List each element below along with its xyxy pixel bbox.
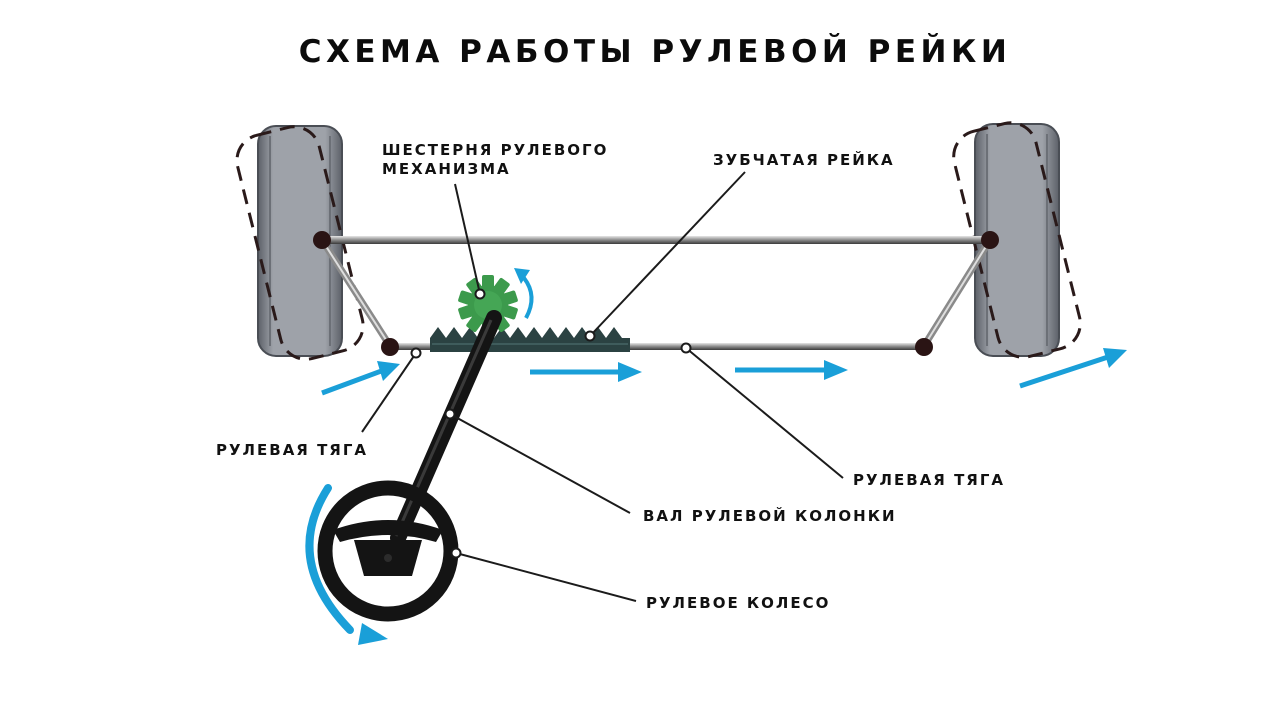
diagram-title: СХЕМА РАБОТЫ РУЛЕВОЙ РЕЙКИ xyxy=(299,34,1012,70)
label-rack: ЗУБЧАТАЯ РЕЙКА xyxy=(713,150,895,169)
label-tie-rod-right: РУЛЕВАЯ ТЯГА xyxy=(853,471,1005,489)
leader-pinion xyxy=(454,183,481,295)
left-tie-rod-joint xyxy=(381,338,399,356)
direction-arrow-icon xyxy=(735,360,848,380)
label-steering-wheel: РУЛЕВОЕ КОЛЕСО xyxy=(646,594,830,612)
right-upper-joint xyxy=(981,231,999,249)
direction-arrow-icon xyxy=(321,361,400,396)
label-column-shaft: ВАЛ РУЛЕВОЙ КОЛОНКИ xyxy=(643,506,897,525)
leader-rack xyxy=(589,171,746,337)
left-upper-joint xyxy=(313,231,331,249)
axle-bar xyxy=(322,236,990,244)
label-pinion-line1: ШЕСТЕРНЯ РУЛЕВОГО xyxy=(382,141,608,159)
leader-tie-rod-right xyxy=(685,347,844,479)
right-tie-rod-joint xyxy=(915,338,933,356)
wheel-rotation-arrow-icon xyxy=(305,484,388,645)
steering-wheel xyxy=(317,480,459,622)
leader-tie-rod-left xyxy=(361,352,417,433)
label-tie-rod-left: РУЛЕВАЯ ТЯГА xyxy=(216,441,368,459)
left-tie-rod xyxy=(390,343,432,350)
leader-column-shaft xyxy=(449,413,631,514)
leader-steering-wheel xyxy=(455,552,637,602)
label-pinion-line2: МЕХАНИЗМА xyxy=(382,160,511,178)
right-tie-rod xyxy=(628,343,924,350)
pinion-rotation-arrow-icon xyxy=(514,268,534,319)
direction-arrow-icon xyxy=(1019,348,1127,389)
toothed-rack xyxy=(430,327,630,352)
pinion-gear xyxy=(458,275,518,335)
direction-arrow-icon xyxy=(530,362,642,382)
